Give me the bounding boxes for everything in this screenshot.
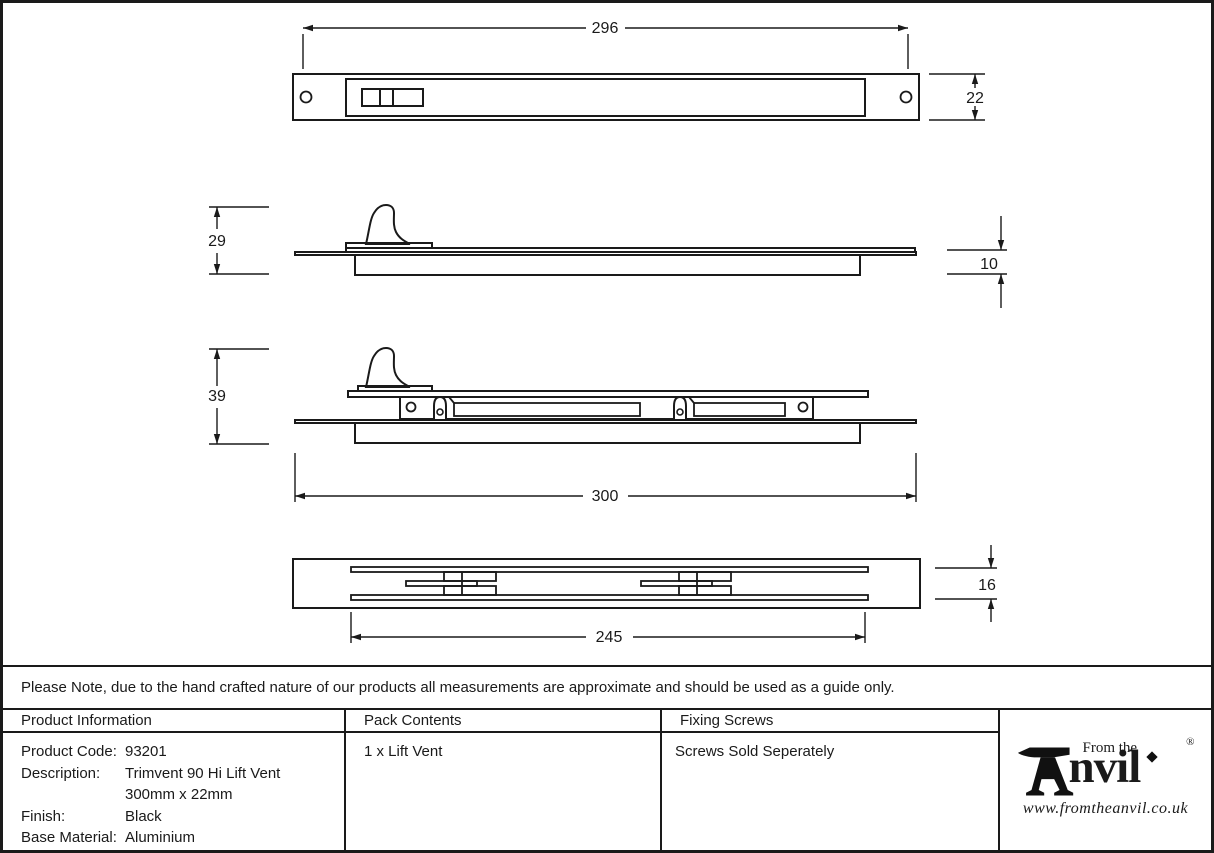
latch-slot (673, 396, 687, 420)
view-side-closed (294, 204, 917, 276)
fixing-screws-cell: Screws Sold Seperately (662, 733, 1000, 850)
header-product-information: Product Information (3, 710, 346, 733)
dim-296-label: 296 (592, 20, 619, 37)
measurement-note: Please Note, due to the hand crafted nat… (3, 665, 1211, 708)
logo-wordmark: nvil (1068, 741, 1142, 793)
anvil-icon (1017, 747, 1073, 796)
technical-drawing: 296 22 29 (208, 20, 1007, 646)
spec-label: Description: (21, 764, 101, 782)
dim-29-label: 29 (208, 233, 226, 250)
spec-table: Product Information Pack Contents Fixing… (3, 708, 1211, 850)
diamond-icon (1145, 751, 1158, 763)
dim-245-label: 245 (596, 629, 623, 646)
dim-39 (209, 348, 269, 445)
spec-value: Black (125, 807, 162, 825)
header-fixing-screws: Fixing Screws (662, 710, 1000, 733)
dim-22-label: 22 (966, 90, 984, 107)
spec-value: 93201 (125, 743, 167, 760)
dim-245 (350, 612, 866, 643)
spec-value: Trimvent 90 Hi Lift Vent (125, 764, 281, 782)
note-text: Please Note, due to the hand crafted nat… (21, 679, 895, 696)
view-side-open (294, 347, 917, 444)
dim-39-label: 39 (208, 388, 226, 405)
spec-label: Product Code: (21, 743, 117, 760)
dim-29 (209, 206, 269, 275)
dim-10 (947, 216, 1007, 308)
product-information-cell: Product Code: 93201 Description: Trimven… (3, 733, 346, 850)
spec-label: Base Material: (21, 829, 117, 846)
dim-16-label: 16 (978, 577, 996, 594)
pack-contents-cell: 1 x Lift Vent (346, 733, 662, 850)
header-pack-contents: Pack Contents (346, 710, 662, 733)
dim-10-label: 10 (980, 256, 998, 273)
linkage-assembly (640, 571, 732, 596)
spec-label (21, 784, 125, 806)
from-the-anvil-logo: From the ® nvil www.fromtheanvil.co.uk (1017, 736, 1195, 824)
view-face-plan (292, 73, 920, 121)
dim-296 (302, 24, 909, 69)
spec-label: Finish: (21, 807, 66, 825)
spec-value: Aluminium (125, 829, 196, 846)
logo-from-the: From the (1082, 740, 1138, 756)
dim-16 (935, 545, 997, 622)
dim-300 (294, 453, 917, 502)
latch-slot (433, 396, 447, 420)
registered-mark: ® (1186, 736, 1195, 748)
lift-lever (365, 204, 411, 245)
dim-300-label: 300 (592, 488, 619, 505)
brand-logo-cell: From the ® nvil www.fromtheanvil.co.uk (1000, 710, 1211, 850)
dim-22 (929, 73, 985, 121)
linkage-assembly (405, 571, 497, 596)
lift-lever (365, 347, 411, 388)
spec-value: 300mm x 22mm (125, 786, 233, 803)
logo-website: www.fromtheanvil.co.uk (1022, 800, 1189, 817)
view-bottom-plan (292, 558, 921, 609)
